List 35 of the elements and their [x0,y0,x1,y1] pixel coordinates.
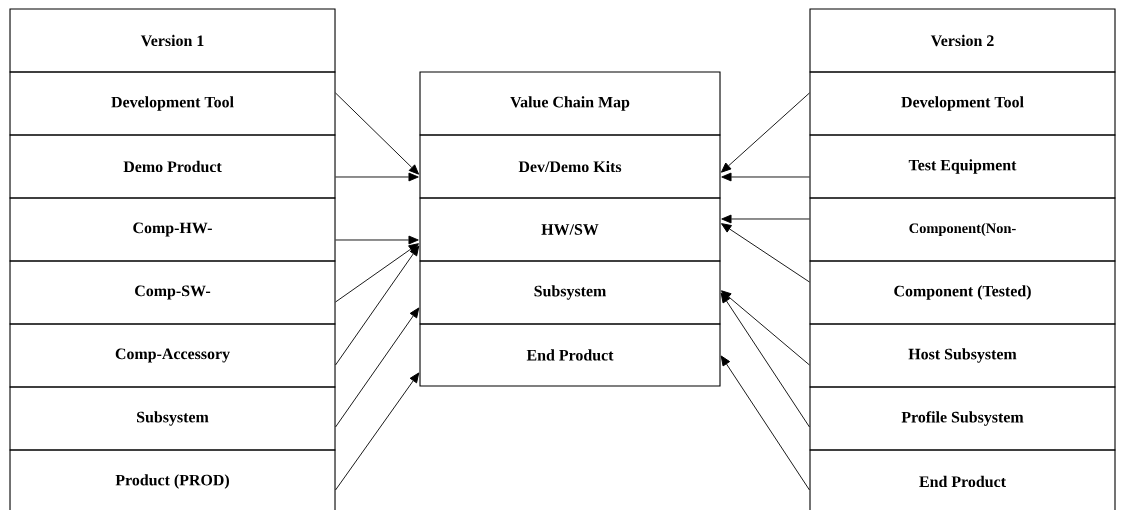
table-cell: Product (PROD) [9,449,336,510]
table-cell: Subsystem [9,386,336,451]
table-cell: Development Tool [809,71,1116,136]
arrow [335,372,420,491]
arrow [335,245,420,366]
table-cell: Demo Product [9,134,336,199]
table-cell: Comp-Accessory [9,323,336,388]
table-cell: Dev/Demo Kits [419,134,721,199]
table-cell: Subsystem [419,260,721,325]
arrow [720,92,810,173]
arrow [721,214,810,224]
table-cell: Test Equipment [809,134,1116,199]
table-cell: Comp-HW- [9,197,336,262]
table-cell: Component (Tested) [809,260,1116,325]
table-cell: HW/SW [419,197,721,262]
arrow [720,355,810,491]
table-cell: Profile Subsystem [809,386,1116,451]
arrow [721,172,810,182]
arrow [335,307,420,428]
table-cell: Development Tool [9,71,336,136]
arrow [720,292,810,428]
table-cell: End Product [809,449,1116,510]
table-cell: Component(Non- [809,197,1116,262]
table-cell: Value Chain Map [419,71,721,136]
table-cell: Comp-SW- [9,260,336,325]
arrow [335,172,419,182]
table-cell: End Product [419,323,721,387]
arrow [721,223,810,283]
arrow [335,92,420,175]
arrow [721,290,810,366]
arrow [335,235,419,245]
table-cell: Host Subsystem [809,323,1116,388]
table-cell: Version 1 [9,8,336,73]
table-cell: Version 2 [809,8,1116,73]
arrow [335,243,419,303]
